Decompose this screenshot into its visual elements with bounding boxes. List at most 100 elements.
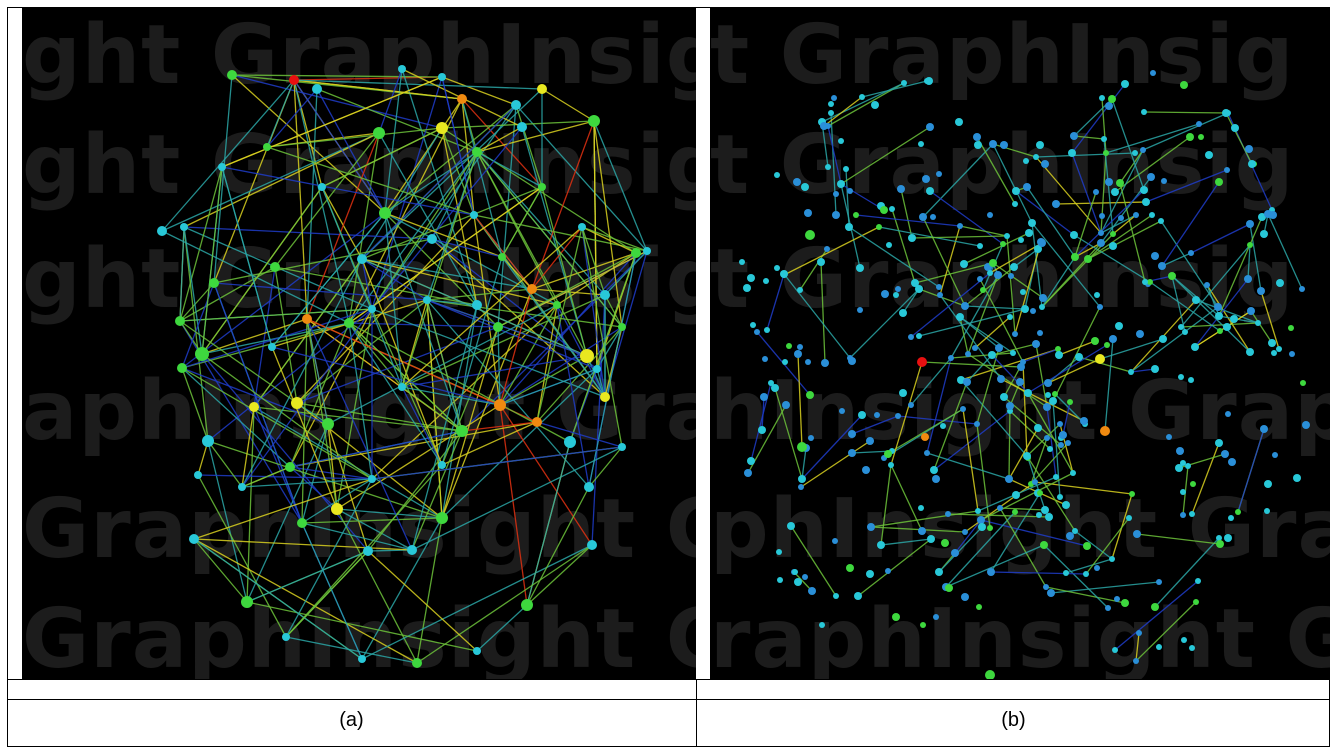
graph-node [1084, 255, 1092, 263]
graph-edge [327, 304, 558, 425]
graph-edge [1073, 234, 1151, 283]
graph-edge [1085, 517, 1130, 575]
graph-node [1044, 435, 1050, 441]
graph-node [1133, 530, 1141, 538]
graph-node [754, 329, 760, 335]
graph-edge [411, 430, 463, 551]
graph-node [312, 84, 322, 94]
graph-node [1021, 305, 1029, 313]
graph-node [805, 359, 811, 365]
graph-node [373, 127, 385, 139]
graph-edge [1130, 306, 1219, 373]
graph-edge [348, 151, 478, 324]
graph-edge [431, 151, 478, 240]
graph-edge [321, 186, 403, 388]
graph-node [997, 375, 1005, 383]
graph-edge [207, 440, 243, 488]
graph-node [398, 383, 406, 391]
graph-node [977, 516, 985, 524]
graph-edge [497, 326, 501, 406]
graph-node [1052, 391, 1058, 397]
graph-node [1108, 95, 1116, 103]
graph-node [1180, 489, 1186, 495]
graph-edge [348, 322, 499, 328]
graph-node [956, 313, 964, 321]
graph-edge [790, 525, 837, 597]
graph-edge [604, 250, 648, 296]
graph-node [1058, 442, 1064, 448]
graph-node [895, 413, 901, 419]
graph-edge [870, 510, 979, 528]
graph-node [916, 333, 922, 339]
graph-node [537, 84, 547, 94]
graph-edge [1194, 310, 1252, 348]
graph-node [1012, 509, 1018, 515]
graph-edge [581, 226, 637, 254]
graph-edge [938, 526, 983, 573]
graph-node [157, 226, 167, 236]
graph-edge [296, 402, 463, 432]
graph-edge [1099, 338, 1164, 360]
graph-edge [316, 88, 478, 153]
graph-node [973, 133, 981, 141]
graph-edge [401, 226, 583, 388]
graph-node [1121, 599, 1129, 607]
graph-edge [348, 322, 373, 480]
graph-node [1132, 150, 1138, 156]
graph-node [1020, 289, 1026, 295]
graph-edge [179, 266, 276, 322]
graph-edge [499, 368, 598, 406]
graph-node [1099, 213, 1105, 219]
graph-edge [1218, 216, 1263, 317]
graph-edge [161, 230, 350, 324]
graph-edge [193, 538, 413, 551]
graph-edge [1045, 586, 1126, 604]
graph-node [1264, 508, 1270, 514]
graph-edge [1009, 381, 1021, 407]
graph-node [838, 138, 844, 144]
graph-edge [1237, 428, 1265, 513]
graph-edge [820, 261, 826, 364]
graph-node [925, 77, 933, 85]
graph-node [593, 365, 601, 373]
graph-node [805, 230, 815, 240]
graph-node [1300, 380, 1306, 386]
graph-node [806, 391, 814, 399]
graph-node [951, 549, 959, 557]
graph-node [908, 334, 914, 340]
graph-edge [959, 225, 1008, 237]
graph-node [1121, 80, 1129, 88]
graph-edge [1195, 299, 1259, 324]
graph-node [1272, 452, 1278, 458]
graph-edge [845, 168, 850, 228]
graph-edge [1160, 220, 1219, 308]
graph-edge [880, 464, 892, 546]
graph-node [1168, 272, 1176, 280]
graph-node [1258, 213, 1266, 221]
graph-node [1036, 141, 1044, 149]
graph-node [472, 147, 482, 157]
graph-node [1215, 312, 1223, 320]
graph-node [1140, 147, 1146, 153]
graph-edge [371, 308, 443, 466]
graph-edge [181, 367, 373, 480]
graph-node [837, 180, 845, 188]
graph-edge [1145, 169, 1228, 203]
graph-node [1070, 231, 1078, 239]
graph-edge [241, 478, 373, 488]
network-graph-a [157, 65, 651, 668]
graph-node [762, 356, 768, 362]
graph-node [1062, 501, 1070, 509]
graph-edge [891, 208, 916, 284]
graph-node [874, 412, 880, 418]
graph-node [1100, 426, 1110, 436]
graph-node [1110, 231, 1116, 237]
graph-edge [1041, 256, 1076, 308]
graph-node [1178, 324, 1184, 330]
graph-edge [293, 79, 543, 90]
graph-node [1094, 565, 1100, 571]
graph-edge [1031, 222, 1101, 308]
graph-edge [253, 266, 276, 408]
graph-node [743, 284, 751, 292]
graph-node [857, 307, 863, 313]
